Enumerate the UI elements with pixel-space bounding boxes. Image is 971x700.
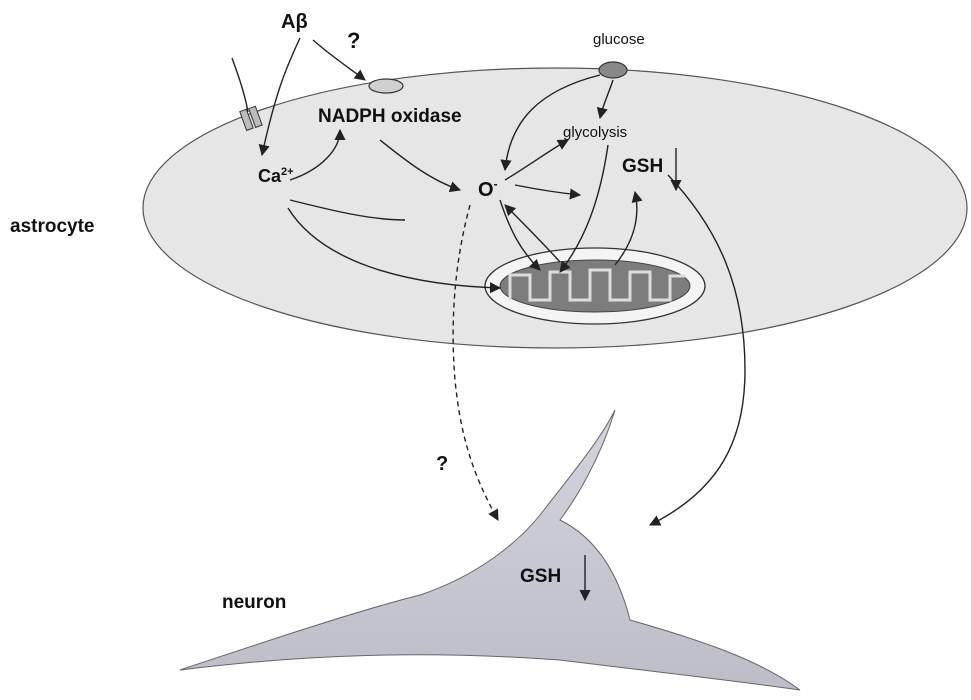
abeta-label: Aβ [281, 11, 308, 33]
astrocyte-label: astrocyte [10, 216, 95, 237]
neuron-cell [180, 410, 800, 690]
glucose-transporter-icon [599, 62, 627, 78]
gsh-neuron-label: GSH [520, 566, 561, 587]
glycolysis-label: glycolysis [563, 124, 627, 141]
question-mark-top: ? [347, 28, 360, 53]
nadph-oxidase-icon [369, 79, 403, 93]
mitochondrion-icon [485, 248, 705, 324]
nadph-oxidase-label: NADPH oxidase [318, 106, 462, 127]
glucose-label: glucose [593, 31, 645, 48]
gsh-astrocyte-label: GSH [622, 156, 663, 177]
neuron-label: neuron [222, 592, 286, 613]
question-mark-bottom: ? [436, 453, 448, 475]
